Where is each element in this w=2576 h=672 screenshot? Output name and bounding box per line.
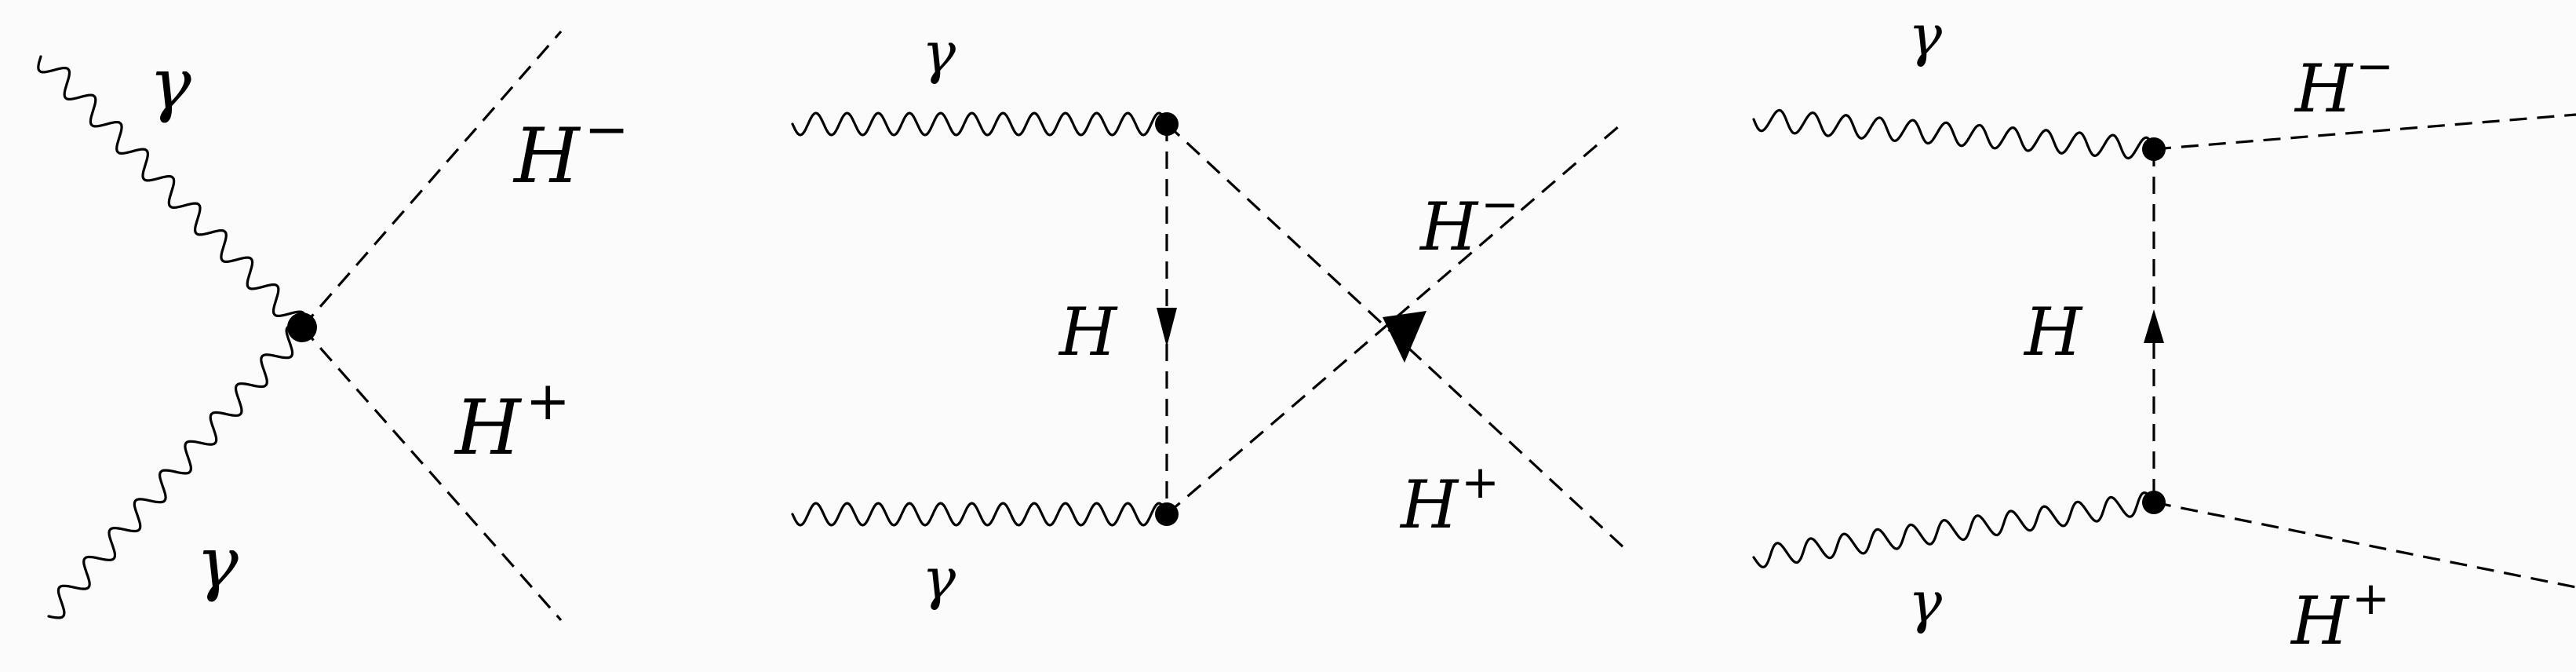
vertex-dot bbox=[287, 312, 317, 342]
label-h-minus: H− bbox=[512, 99, 629, 200]
label-h-plus-sign: + bbox=[1461, 455, 1499, 509]
label-h-plus-base: H bbox=[1399, 466, 1459, 543]
label-h-minus-base: H bbox=[2294, 50, 2354, 127]
label-gamma-bottom: γ bbox=[1908, 569, 1943, 635]
label-h-minus-base: H bbox=[1419, 188, 1479, 265]
label-h-plus: H+ bbox=[1399, 455, 1499, 543]
label-h-minus-base: H bbox=[512, 112, 581, 200]
scalar-line-h-minus bbox=[1165, 120, 1626, 516]
label-h-plus: H+ bbox=[2290, 572, 2390, 659]
photon-line-top bbox=[791, 111, 1168, 137]
label-gamma-bottom: γ bbox=[922, 546, 956, 612]
photon-line-bottom bbox=[791, 502, 1168, 527]
label-gamma-bottom: γ bbox=[196, 522, 239, 604]
arrow-propagator-down bbox=[1157, 308, 1177, 347]
photon-line-bottom bbox=[1752, 491, 2155, 568]
vertex-dot-bottom bbox=[1155, 502, 1179, 526]
scalar-line-h-plus bbox=[301, 326, 563, 622]
label-h-minus-sign: − bbox=[585, 99, 629, 161]
label-h-minus: H− bbox=[1419, 177, 1519, 265]
photon-line-bottom bbox=[47, 324, 304, 619]
label-h-propagator: H bbox=[1058, 294, 1118, 371]
arrow-propagator-up bbox=[2144, 309, 2164, 343]
label-h-propagator: H bbox=[2023, 294, 2083, 371]
label-gamma-top: γ bbox=[922, 20, 956, 86]
vertex-dot-top bbox=[1155, 112, 1179, 136]
scalar-line-h-minus bbox=[2153, 113, 2576, 151]
label-h-plus: H+ bbox=[454, 371, 570, 472]
label-gamma-top: γ bbox=[149, 43, 191, 126]
label-h-minus: H− bbox=[2294, 39, 2394, 127]
label-h-plus-sign: + bbox=[526, 371, 570, 433]
arrow-crossing bbox=[1383, 311, 1426, 363]
diagram-contact: γ γ H− H+ bbox=[37, 30, 629, 622]
diagram-t-channel: γ γ H H− H+ bbox=[1752, 2, 2576, 659]
scalar-line-h-minus bbox=[301, 30, 563, 329]
photon-line-top bbox=[1752, 108, 2155, 160]
label-h-plus-base: H bbox=[2290, 583, 2350, 659]
label-h-plus-base: H bbox=[454, 384, 523, 472]
label-h-minus-sign: − bbox=[1481, 177, 1519, 231]
scalar-line-h-plus bbox=[2153, 501, 2576, 589]
label-h-plus-sign: + bbox=[2352, 572, 2390, 625]
label-gamma-top: γ bbox=[1908, 2, 1943, 68]
diagram-crossed: γ γ H H− H+ bbox=[791, 20, 1626, 612]
label-h-minus-sign: − bbox=[2356, 39, 2394, 93]
vertex-dot-bottom bbox=[2142, 491, 2166, 514]
vertex-dot-top bbox=[2142, 137, 2166, 161]
photon-line-top bbox=[37, 55, 306, 329]
